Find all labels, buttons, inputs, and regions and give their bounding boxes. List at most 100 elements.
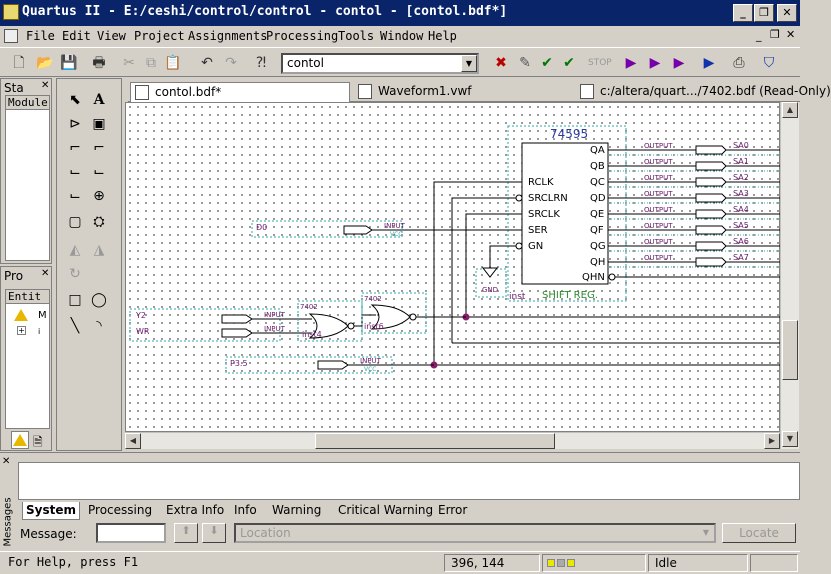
- document-icon[interactable]: [4, 29, 18, 43]
- simulator-icon[interactable]: ⎙: [733, 55, 745, 71]
- message-input[interactable]: [96, 523, 166, 543]
- tab-warning[interactable]: Warning: [272, 503, 322, 517]
- tab-system[interactable]: System: [22, 502, 80, 520]
- symbol-tool-icon[interactable]: ⊳: [69, 116, 81, 132]
- panel-close-icon[interactable]: ✕: [41, 268, 50, 279]
- menu-help[interactable]: Help: [428, 29, 457, 43]
- partial-line-icon[interactable]: ⌙: [69, 188, 81, 204]
- timing-icon[interactable]: ▶: [703, 55, 715, 71]
- undo-icon[interactable]: ↶: [201, 55, 213, 71]
- input-p35-pin[interactable]: [317, 360, 349, 370]
- scroll-down-icon[interactable]: ▼: [782, 431, 798, 447]
- module-column-header[interactable]: Module: [6, 96, 49, 110]
- open-folder-icon[interactable]: 📂: [36, 55, 54, 71]
- horizontal-scrollbar[interactable]: ◀ ▶: [125, 432, 780, 449]
- tab-7402-bdf[interactable]: c:/altera/quart.../7402.bdf (Read-Only): [576, 82, 831, 102]
- input-y2-pin[interactable]: [221, 314, 253, 324]
- analysis-icon[interactable]: ✔: [563, 55, 575, 71]
- tab-error[interactable]: Error: [438, 503, 468, 517]
- next-message-icon[interactable]: ⬇: [202, 523, 226, 543]
- tab-info[interactable]: Info: [234, 503, 257, 517]
- menu-file[interactable]: File: [26, 29, 55, 43]
- new-file-icon[interactable]: 🗋: [13, 55, 25, 71]
- programmer-icon[interactable]: ⛉: [763, 55, 775, 71]
- menu-window[interactable]: Window: [380, 29, 424, 43]
- vertical-scroll-thumb[interactable]: [782, 320, 798, 380]
- hierarchy-tab[interactable]: [11, 431, 29, 449]
- menu-view[interactable]: View: [97, 29, 126, 43]
- fitter-icon[interactable]: ▶: [673, 55, 685, 71]
- menu-processing[interactable]: Processing: [266, 29, 339, 43]
- tab-processing[interactable]: Processing: [88, 503, 153, 517]
- entity-item-label[interactable]: M: [38, 310, 47, 321]
- save-icon[interactable]: 💾: [60, 55, 78, 71]
- rectangle-tool-icon[interactable]: □: [68, 292, 82, 308]
- ellipse-tool-icon[interactable]: ◯: [91, 292, 107, 308]
- find-icon[interactable]: ⛭: [93, 214, 105, 230]
- minimize-button[interactable]: _: [733, 4, 753, 22]
- conduit-tool-icon[interactable]: ⌙: [69, 164, 81, 180]
- expand-icon[interactable]: +: [17, 326, 26, 335]
- pencil-icon[interactable]: ✎: [519, 55, 531, 71]
- rotate-icon[interactable]: ↻: [69, 266, 81, 282]
- arc-tool-icon[interactable]: ◝: [96, 318, 102, 334]
- tab-contol-bdf[interactable]: contol.bdf*: [130, 82, 350, 102]
- menu-tools[interactable]: Tools: [338, 29, 375, 43]
- message-list[interactable]: [18, 462, 800, 500]
- settings-icon[interactable]: ✖: [495, 55, 507, 71]
- tab-waveform[interactable]: Waveform1.vwf: [354, 82, 574, 102]
- orthogonal-bus-tool-icon[interactable]: ⌐: [93, 140, 105, 156]
- context-help-icon[interactable]: ⁈: [255, 55, 267, 71]
- rubberbanding-icon[interactable]: ⌙: [93, 164, 105, 180]
- redo-icon[interactable]: ↷: [225, 55, 237, 71]
- scroll-right-icon[interactable]: ▶: [764, 433, 780, 449]
- selection-tool-icon[interactable]: ⬉: [69, 92, 81, 108]
- chevron-down-icon[interactable]: ▼: [702, 528, 710, 537]
- start-compile-icon[interactable]: ▶: [625, 55, 637, 71]
- print-icon[interactable]: 🖶: [92, 55, 106, 71]
- entity-column-header[interactable]: Entit: [6, 290, 49, 304]
- location-combo[interactable]: Location ▼: [234, 523, 716, 543]
- mdi-minimize-icon[interactable]: _: [756, 29, 762, 42]
- full-screen-icon[interactable]: ▢: [68, 214, 82, 230]
- messages-close-icon[interactable]: ✕: [2, 456, 11, 467]
- nor-gate-2[interactable]: [370, 304, 411, 330]
- tab-extra-info[interactable]: Extra Info: [166, 503, 225, 517]
- files-tab-icon[interactable]: 🗎: [33, 435, 43, 449]
- input-wr-pin[interactable]: [221, 328, 253, 338]
- paste-icon[interactable]: 📋: [164, 55, 182, 71]
- nor-gate-1[interactable]: [308, 313, 349, 339]
- orthogonal-node-tool-icon[interactable]: ⌐: [69, 140, 81, 156]
- block-tool-icon[interactable]: ▣: [92, 116, 106, 132]
- stop-icon[interactable]: STOP: [588, 58, 612, 68]
- scroll-up-icon[interactable]: ▲: [782, 102, 798, 118]
- schematic-canvas[interactable]: 74595 SHIFT REG. inst RCLK SRCLRN SRCLK …: [125, 102, 781, 432]
- cut-icon[interactable]: ✂: [123, 55, 135, 71]
- maximize-button[interactable]: ❐: [754, 4, 774, 22]
- line-tool-icon[interactable]: ╲: [70, 318, 80, 334]
- panel-close-icon[interactable]: ✕: [41, 80, 50, 91]
- input-d0-pin[interactable]: [343, 225, 373, 235]
- project-combo[interactable]: contol ▼: [281, 53, 479, 74]
- ground-icon[interactable]: [481, 267, 499, 278]
- analysis-synthesis-icon[interactable]: ▶: [649, 55, 661, 71]
- chevron-down-icon[interactable]: ▼: [461, 55, 477, 72]
- scroll-left-icon[interactable]: ◀: [125, 433, 141, 449]
- text-tool-icon[interactable]: A: [93, 92, 105, 108]
- output-pin-symbols[interactable]: [695, 145, 727, 267]
- mdi-restore-icon[interactable]: ❐: [770, 28, 780, 41]
- copy-icon[interactable]: ⧉: [146, 55, 156, 71]
- horizontal-scroll-thumb[interactable]: [315, 433, 555, 449]
- zoom-tool-icon[interactable]: ⊕: [93, 188, 105, 204]
- shift-register-symbol[interactable]: [521, 142, 609, 285]
- flip-horizontal-icon[interactable]: ◭: [69, 242, 81, 258]
- close-button[interactable]: ✕: [777, 4, 797, 22]
- menu-assignments[interactable]: Assignments: [188, 29, 268, 43]
- locate-button[interactable]: Locate: [722, 523, 796, 543]
- mdi-close-icon[interactable]: ✕: [786, 28, 796, 41]
- menu-edit[interactable]: Edit: [62, 29, 91, 43]
- previous-message-icon[interactable]: ⬆: [174, 523, 198, 543]
- vertical-scrollbar[interactable]: ▲ ▼: [780, 102, 799, 449]
- menu-project[interactable]: Project: [134, 29, 185, 43]
- check-icon[interactable]: ✔: [541, 55, 553, 71]
